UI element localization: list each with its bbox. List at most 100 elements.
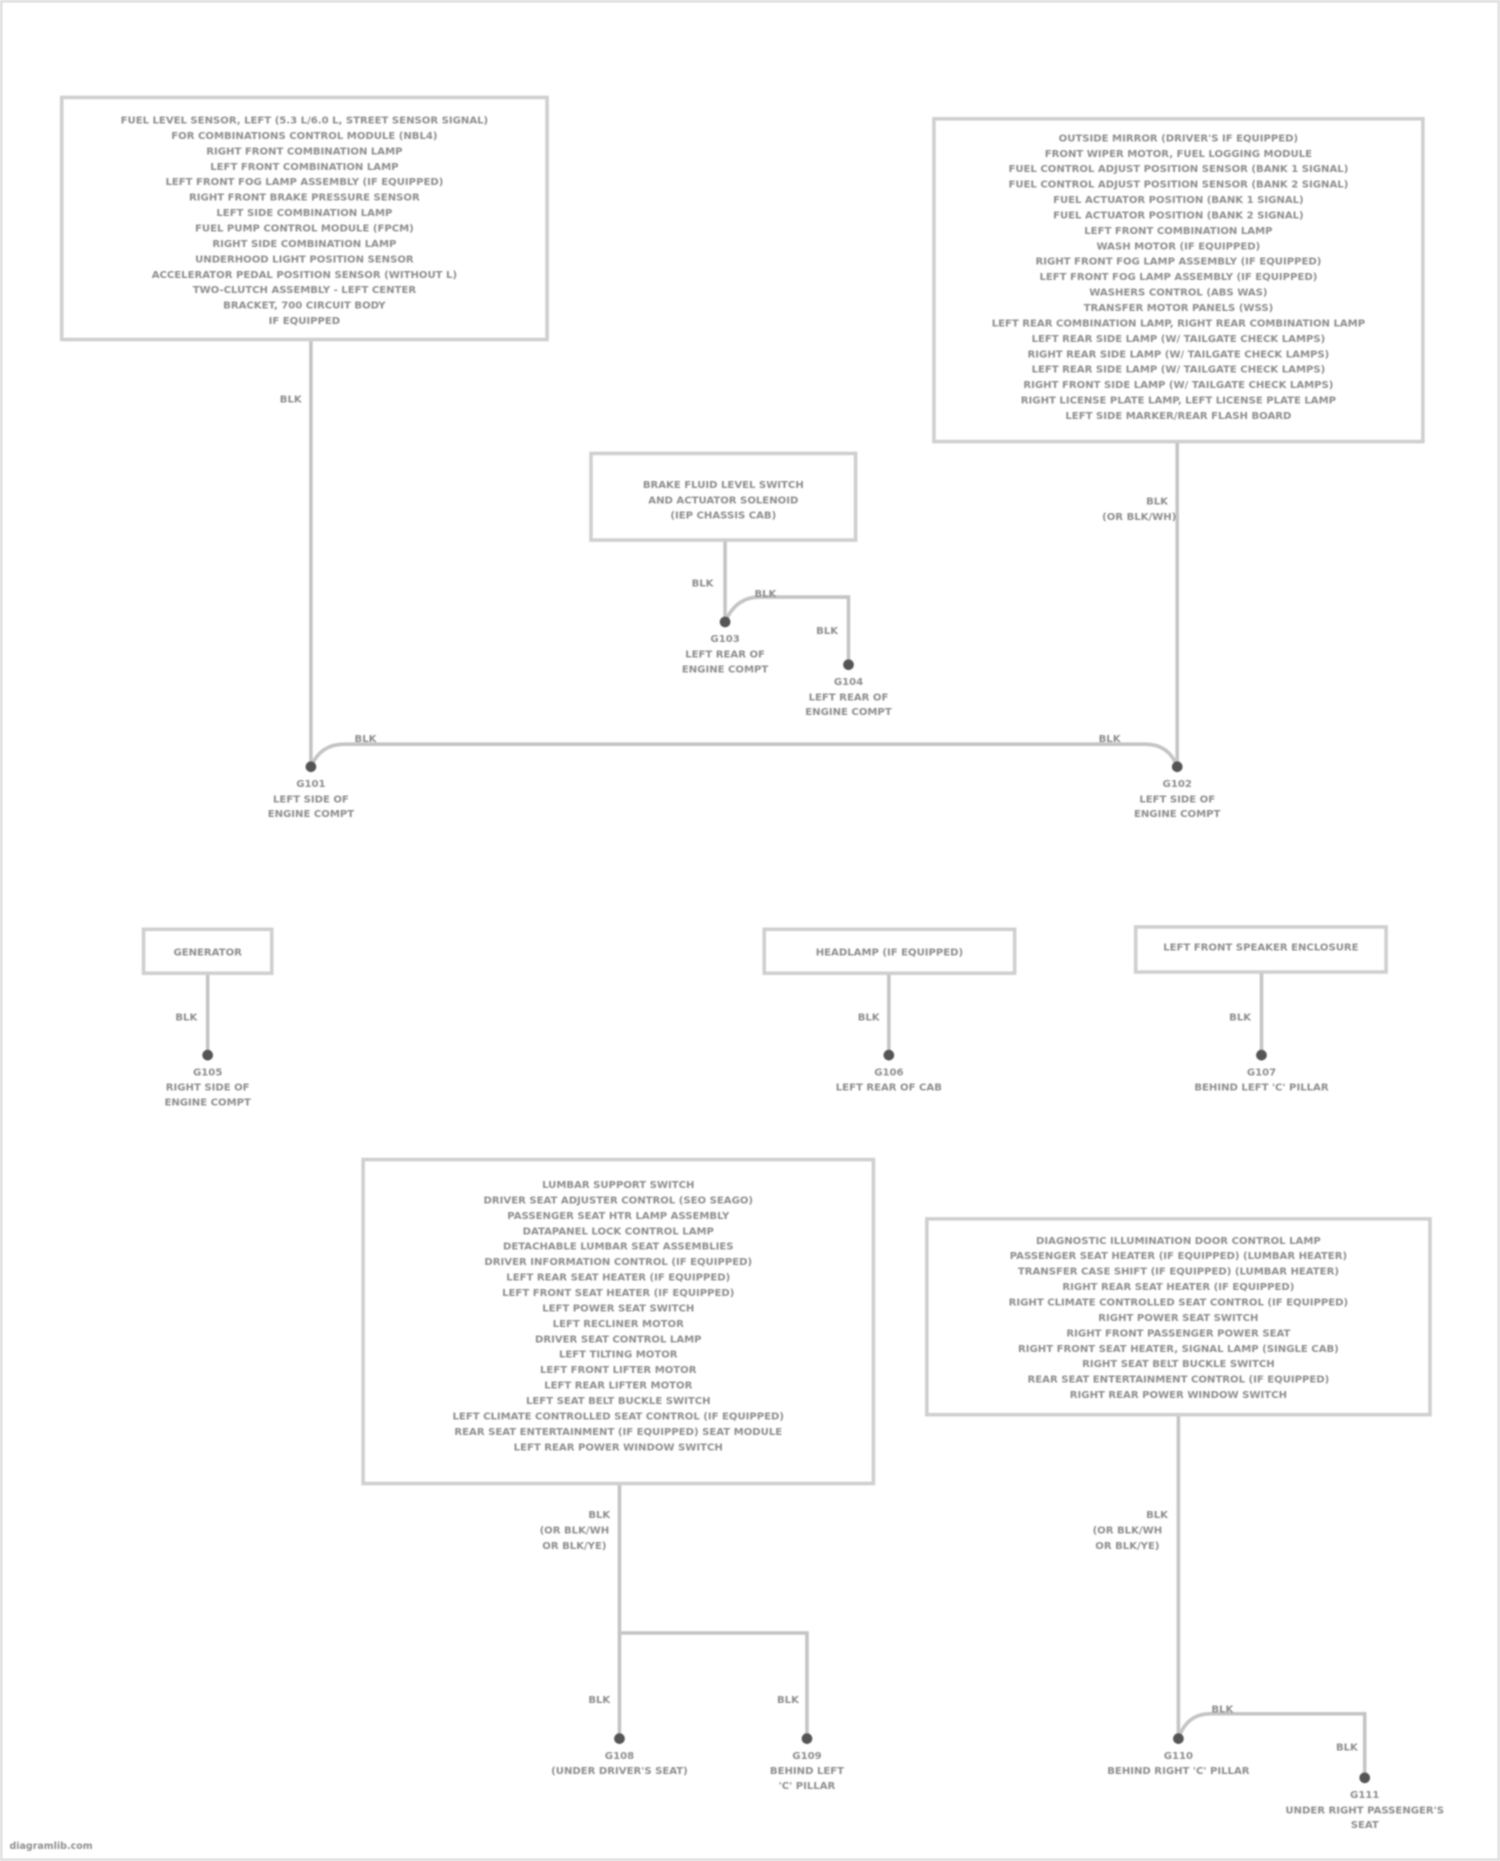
- ground-location: LEFT REAR OF: [685, 650, 765, 661]
- ground-location: ENGINE COMPT: [682, 664, 769, 675]
- component-name: LEFT FRONT COMBINATION LAMP: [210, 162, 398, 173]
- ground-node-icon: [884, 1050, 895, 1061]
- component-box: FUEL LEVEL SENSOR, LEFT (5.3 L/6.0 L, ST…: [62, 97, 547, 339]
- ground-id: G106: [874, 1067, 903, 1078]
- ground-location: LEFT SIDE OF: [273, 794, 349, 805]
- ground-id: G103: [710, 634, 739, 645]
- component-name: LEFT FRONT SPEAKER ENCLOSURE: [1163, 943, 1358, 954]
- component-name: LEFT REAR SIDE LAMP (W/ TAILGATE CHECK L…: [1032, 365, 1326, 376]
- component-name: LEFT SEAT BELT BUCKLE SWITCH: [526, 1396, 711, 1407]
- ground-id: G102: [1163, 779, 1192, 790]
- component-name: (IEP CHASSIS CAB): [670, 511, 776, 522]
- ground-location: 'C' PILLAR: [779, 1781, 836, 1792]
- wire-color-label: OR BLK/YE): [542, 1541, 606, 1552]
- wire-color-label: BLK: [1146, 1510, 1169, 1521]
- component-name: PASSENGER SEAT HEATER (IF EQUIPPED) (LUM…: [1010, 1251, 1347, 1262]
- wire-color-label: BLK: [588, 1510, 611, 1521]
- component-box: OUTSIDE MIRROR (DRIVER'S IF EQUIPPED)FRO…: [934, 119, 1423, 442]
- ground-node-icon: [1173, 1733, 1184, 1744]
- component-name: FUEL PUMP CONTROL MODULE (FPCM): [195, 224, 414, 235]
- component-box: LUMBAR SUPPORT SWITCH DRIVER SEAT ADJUSTE…: [363, 1160, 873, 1484]
- component-name: LEFT REAR SIDE LAMP (W/ TAILGATE CHECK L…: [1032, 334, 1326, 345]
- component-name: RIGHT LICENSE PLATE LAMP, LEFT LICENSE P…: [1021, 396, 1336, 407]
- wire-color-label: OR BLK/YE): [1095, 1541, 1159, 1552]
- ground-id: G110: [1164, 1751, 1193, 1762]
- component-box: GENERATOR: [144, 929, 272, 973]
- ground-location: (UNDER DRIVER'S SEAT): [551, 1766, 688, 1777]
- wire-color-label: BLK: [1229, 1013, 1252, 1024]
- ground-location: BEHIND LEFT 'C' PILLAR: [1194, 1083, 1328, 1094]
- ground-id: G101: [296, 779, 325, 790]
- component-name: REAR SEAT ENTERTAINMENT CONTROL (IF EQUI…: [1028, 1375, 1330, 1386]
- ground-id: G105: [193, 1067, 222, 1078]
- component-name: UNDERHOOD LIGHT POSITION SENSOR: [195, 254, 414, 265]
- component-name: BRAKE FLUID LEVEL SWITCH: [643, 480, 804, 491]
- wire-color-label: BLK: [1146, 496, 1169, 507]
- component-name: LEFT REAR SEAT HEATER (IF EQUIPPED): [506, 1273, 730, 1284]
- ground-id: G108: [605, 1751, 634, 1762]
- ground-location: ENGINE COMPT: [805, 707, 892, 718]
- wire-color-label: BLK: [777, 1695, 800, 1706]
- component-name: WASH MOTOR (IF EQUIPPED): [1097, 241, 1261, 252]
- component-name: FUEL CONTROL ADJUST POSITION SENSOR (BAN…: [1008, 164, 1348, 175]
- ground-location: UNDER RIGHT PASSENGER'S: [1285, 1805, 1444, 1816]
- component-name: LUMBAR SUPPORT SWITCH: [542, 1180, 694, 1191]
- component-box: HEADLAMP (IF EQUIPPED): [764, 929, 1014, 973]
- component-name: RIGHT POWER SEAT SWITCH: [1098, 1313, 1258, 1324]
- component-name: PASSENGER SEAT HTR LAMP ASSEMBLY: [507, 1211, 730, 1222]
- component-name: WASHERS CONTROL (ABS WAS): [1089, 288, 1267, 299]
- component-name: FUEL ACTUATOR POSITION (BANK 1 SIGNAL): [1053, 195, 1304, 206]
- wire-color-label: BLK: [355, 734, 378, 745]
- wire-color-label: (OR BLK/WH: [540, 1525, 610, 1536]
- wire-color-label: BLK: [1099, 734, 1122, 745]
- watermark: diagramlib.com: [9, 1841, 92, 1852]
- component-name: RIGHT FRONT SEAT HEATER, SIGNAL LAMP (SI…: [1018, 1344, 1339, 1355]
- component-name: LEFT FRONT FOG LAMP ASSEMBLY (IF EQUIPPE…: [1039, 272, 1317, 283]
- ground-location: SEAT: [1351, 1820, 1379, 1831]
- component-name: LEFT FRONT FOG LAMP ASSEMBLY (IF EQUIPPE…: [165, 177, 443, 188]
- component-name: DETACHABLE LUMBAR SEAT ASSEMBLIES: [503, 1242, 734, 1253]
- ground-id: G109: [792, 1751, 821, 1762]
- component-name: REAR SEAT ENTERTAINMENT (IF EQUIPPED) SE…: [454, 1427, 782, 1438]
- component-name: LEFT SIDE MARKER/REAR FLASH BOARD: [1065, 411, 1291, 422]
- wire-color-label: (OR BLK/WH): [1102, 512, 1176, 523]
- ground-node-icon: [614, 1733, 625, 1744]
- ground-node-icon: [1172, 761, 1183, 772]
- component-name: OUTSIDE MIRROR (DRIVER'S IF EQUIPPED): [1059, 133, 1298, 144]
- component-name: FUEL ACTUATOR POSITION (BANK 2 SIGNAL): [1053, 210, 1304, 221]
- component-name: RIGHT REAR SEAT HEATER (IF EQUIPPED): [1062, 1282, 1294, 1293]
- component-name: RIGHT SIDE COMBINATION LAMP: [212, 239, 396, 250]
- component-name: BRACKET, 700 CIRCUIT BODY: [223, 301, 386, 312]
- wire-color-label: BLK: [858, 1013, 881, 1024]
- component-name: LEFT REAR LIFTER MOTOR: [544, 1381, 692, 1392]
- component-name: LEFT SIDE COMBINATION LAMP: [216, 208, 392, 219]
- component-name: DRIVER INFORMATION CONTROL (IF EQUIPPED): [484, 1257, 752, 1268]
- wire-color-label: BLK: [280, 394, 303, 405]
- wire-color-label: BLK: [1336, 1743, 1359, 1754]
- component-name: RIGHT FRONT FOG LAMP ASSEMBLY (IF EQUIPP…: [1035, 257, 1321, 268]
- component-name: TWO-CLUTCH ASSEMBLY - LEFT CENTER: [193, 285, 417, 296]
- ground-id: G111: [1350, 1790, 1379, 1801]
- component-name: GENERATOR: [173, 947, 242, 958]
- component-name: FOR COMBINATIONS CONTROL MODULE (NBL4): [171, 131, 437, 142]
- ground-location: LEFT SIDE OF: [1139, 794, 1215, 805]
- wire-color-label: BLK: [175, 1013, 198, 1024]
- ground-location: ENGINE COMPT: [164, 1098, 251, 1109]
- wire-color-label: BLK: [692, 578, 715, 589]
- ground-node-icon: [306, 761, 317, 772]
- component-name: TRANSFER CASE SHIFT (IF EQUIPPED) (LUMBA…: [1018, 1267, 1339, 1278]
- component-name: FUEL LEVEL SENSOR, LEFT (5.3 L/6.0 L, ST…: [121, 116, 489, 127]
- ground-location: LEFT REAR OF CAB: [836, 1083, 942, 1094]
- component-name: LEFT FRONT LIFTER MOTOR: [540, 1365, 697, 1376]
- component-name: TRANSFER MOTOR PANELS (WSS): [1084, 303, 1274, 314]
- component-name: ACCELERATOR PEDAL POSITION SENSOR (WITHO…: [152, 270, 457, 281]
- component-name: LEFT REAR COMBINATION LAMP, RIGHT REAR C…: [992, 318, 1365, 329]
- component-name: AND ACTUATOR SOLENOID: [648, 495, 798, 506]
- ground-id: G104: [834, 677, 863, 688]
- ground-location: RIGHT SIDE OF: [166, 1083, 250, 1094]
- component-name: RIGHT REAR SIDE LAMP (W/ TAILGATE CHECK …: [1028, 349, 1330, 360]
- ground-location: ENGINE COMPT: [1134, 809, 1221, 820]
- component-name: DRIVER SEAT ADJUSTER CONTROL (SEO SEAGO): [484, 1195, 754, 1206]
- component-name: LEFT TILTING MOTOR: [559, 1350, 678, 1361]
